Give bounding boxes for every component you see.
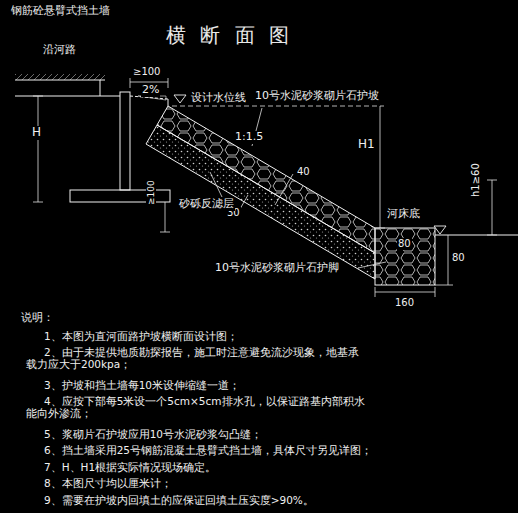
note-text: 说明： (20, 312, 55, 325)
annotation-label: 1:1.5 (234, 131, 264, 144)
note-text: 3、护坡和挡土墙每10米设伸缩缝一道； (25, 379, 507, 391)
note-text: 9、需要在护坡内回填土的应保证回填土压实度>90%。 (25, 494, 507, 506)
slope-revetment (146, 99, 518, 285)
annotation-label: 10号水泥砂浆砌片石护脚 (214, 262, 340, 275)
annotation-label: 160 (394, 297, 415, 309)
note-text: 4、应按下部每5米设一个5cm×5cm排水孔，以保证路基内部积水能向外渗流； (25, 395, 367, 419)
annotation-label: 80 (451, 252, 466, 264)
note-text: 1、本图为直河面路护坡横断面设计图； (25, 330, 507, 342)
note-text: 8、本图尺寸均以厘米计； (25, 477, 507, 489)
annotation-label: 80 (397, 238, 412, 250)
note-text: 5、浆砌片石护坡应用10号水泥砂浆勾凸缝； (25, 428, 507, 440)
annotation-label: H1 (357, 138, 376, 152)
annotation-label: H (31, 126, 42, 140)
annotation-label: 40 (296, 166, 311, 178)
dimension-lines (33, 78, 497, 297)
note-text: 2、由于未提供地质勘探报告，施工时注意避免流沙现象，地基承载力应大于200kpa… (25, 346, 367, 370)
annotation-label: 河床底 (386, 208, 421, 221)
annotation-label: 10号水泥砂浆砌片石护坡 (254, 90, 380, 103)
annotation-label: ≥100 (132, 66, 161, 78)
annotation-label: h1≥60 (470, 162, 482, 198)
annotation-label: 钢筋砼悬臂式挡土墙 (10, 5, 111, 18)
annotation-label: 砂砾反滤层 (178, 198, 235, 211)
annotation-label: 2% (141, 84, 160, 97)
annotation-label: 设计水位线 (190, 92, 247, 105)
note-text: 6、挡土墙采用25号钢筋混凝土悬臂式挡土墙，具体尺寸另见详图； (25, 444, 507, 456)
note-text: 7、H、H1根据实际情况现场确定。 (25, 461, 507, 473)
leader-lines (210, 108, 386, 268)
annotation-label: ≥100 (146, 179, 156, 206)
drawing-title: 横 断 面 图 (166, 22, 293, 49)
level-symbols (138, 95, 446, 234)
annotation-label: 沿河路 (42, 44, 77, 57)
